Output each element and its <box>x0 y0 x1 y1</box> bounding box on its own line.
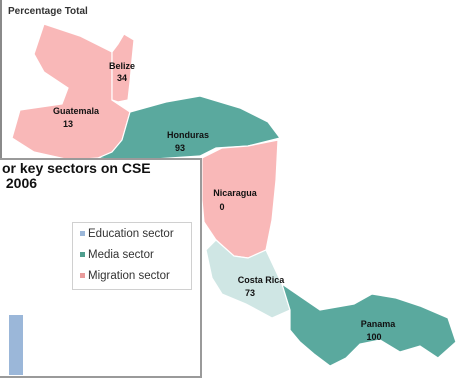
legend-label-media: Media sector <box>88 248 154 261</box>
label-honduras-name: Honduras <box>167 130 209 140</box>
label-guatemala-name: Guatemala <box>53 106 100 116</box>
label-panama-value: 100 <box>366 332 381 342</box>
bar-education-partial <box>9 315 23 375</box>
country-belize[interactable] <box>111 33 135 103</box>
country-honduras[interactable] <box>97 95 282 161</box>
legend-label-migration: Migration sector <box>88 269 170 282</box>
label-honduras: Honduras 93 <box>167 130 209 153</box>
label-costa-rica: Costa Rica 73 <box>238 275 286 298</box>
panel-title-line-1: or key sectors on CSE <box>2 160 151 176</box>
label-panama: Panama 100 <box>361 319 397 342</box>
label-panama-name: Panama <box>361 319 397 329</box>
legend-swatch-education <box>80 231 85 236</box>
panel-title: or key sectors on CSE 2006 <box>2 161 151 191</box>
map-frame-edge <box>0 0 2 162</box>
legend-swatch-media <box>80 252 85 257</box>
legend-label-education: Education sector <box>88 227 174 240</box>
map-subtitle: Percentage Total <box>8 6 88 17</box>
label-nicaragua: Nicaragua 0 <box>213 188 258 212</box>
label-guatemala: Guatemala 13 <box>53 106 100 129</box>
chart-legend: Education sector Media sector Migration … <box>72 222 192 290</box>
label-nicaragua-value: 0 <box>219 202 224 212</box>
panel-title-line-2: 2006 <box>2 175 38 191</box>
label-costa-rica-value: 73 <box>245 288 255 298</box>
label-guatemala-value: 13 <box>63 119 73 129</box>
legend-item-education: Education sector <box>73 223 191 244</box>
country-panama[interactable] <box>280 282 457 367</box>
label-belize-name: Belize <box>109 61 135 71</box>
label-nicaragua-name: Nicaragua <box>213 188 258 198</box>
label-belize-value: 34 <box>117 73 127 83</box>
label-costa-rica-name: Costa Rica <box>238 275 286 285</box>
legend-item-media: Media sector <box>73 244 191 265</box>
label-honduras-value: 93 <box>175 143 185 153</box>
country-nicaragua[interactable] <box>201 139 279 259</box>
sector-chart-panel: or key sectors on CSE 2006 Education sec… <box>0 158 202 378</box>
legend-swatch-migration <box>80 273 85 278</box>
label-belize: Belize 34 <box>109 61 135 83</box>
legend-item-migration: Migration sector <box>73 265 191 286</box>
